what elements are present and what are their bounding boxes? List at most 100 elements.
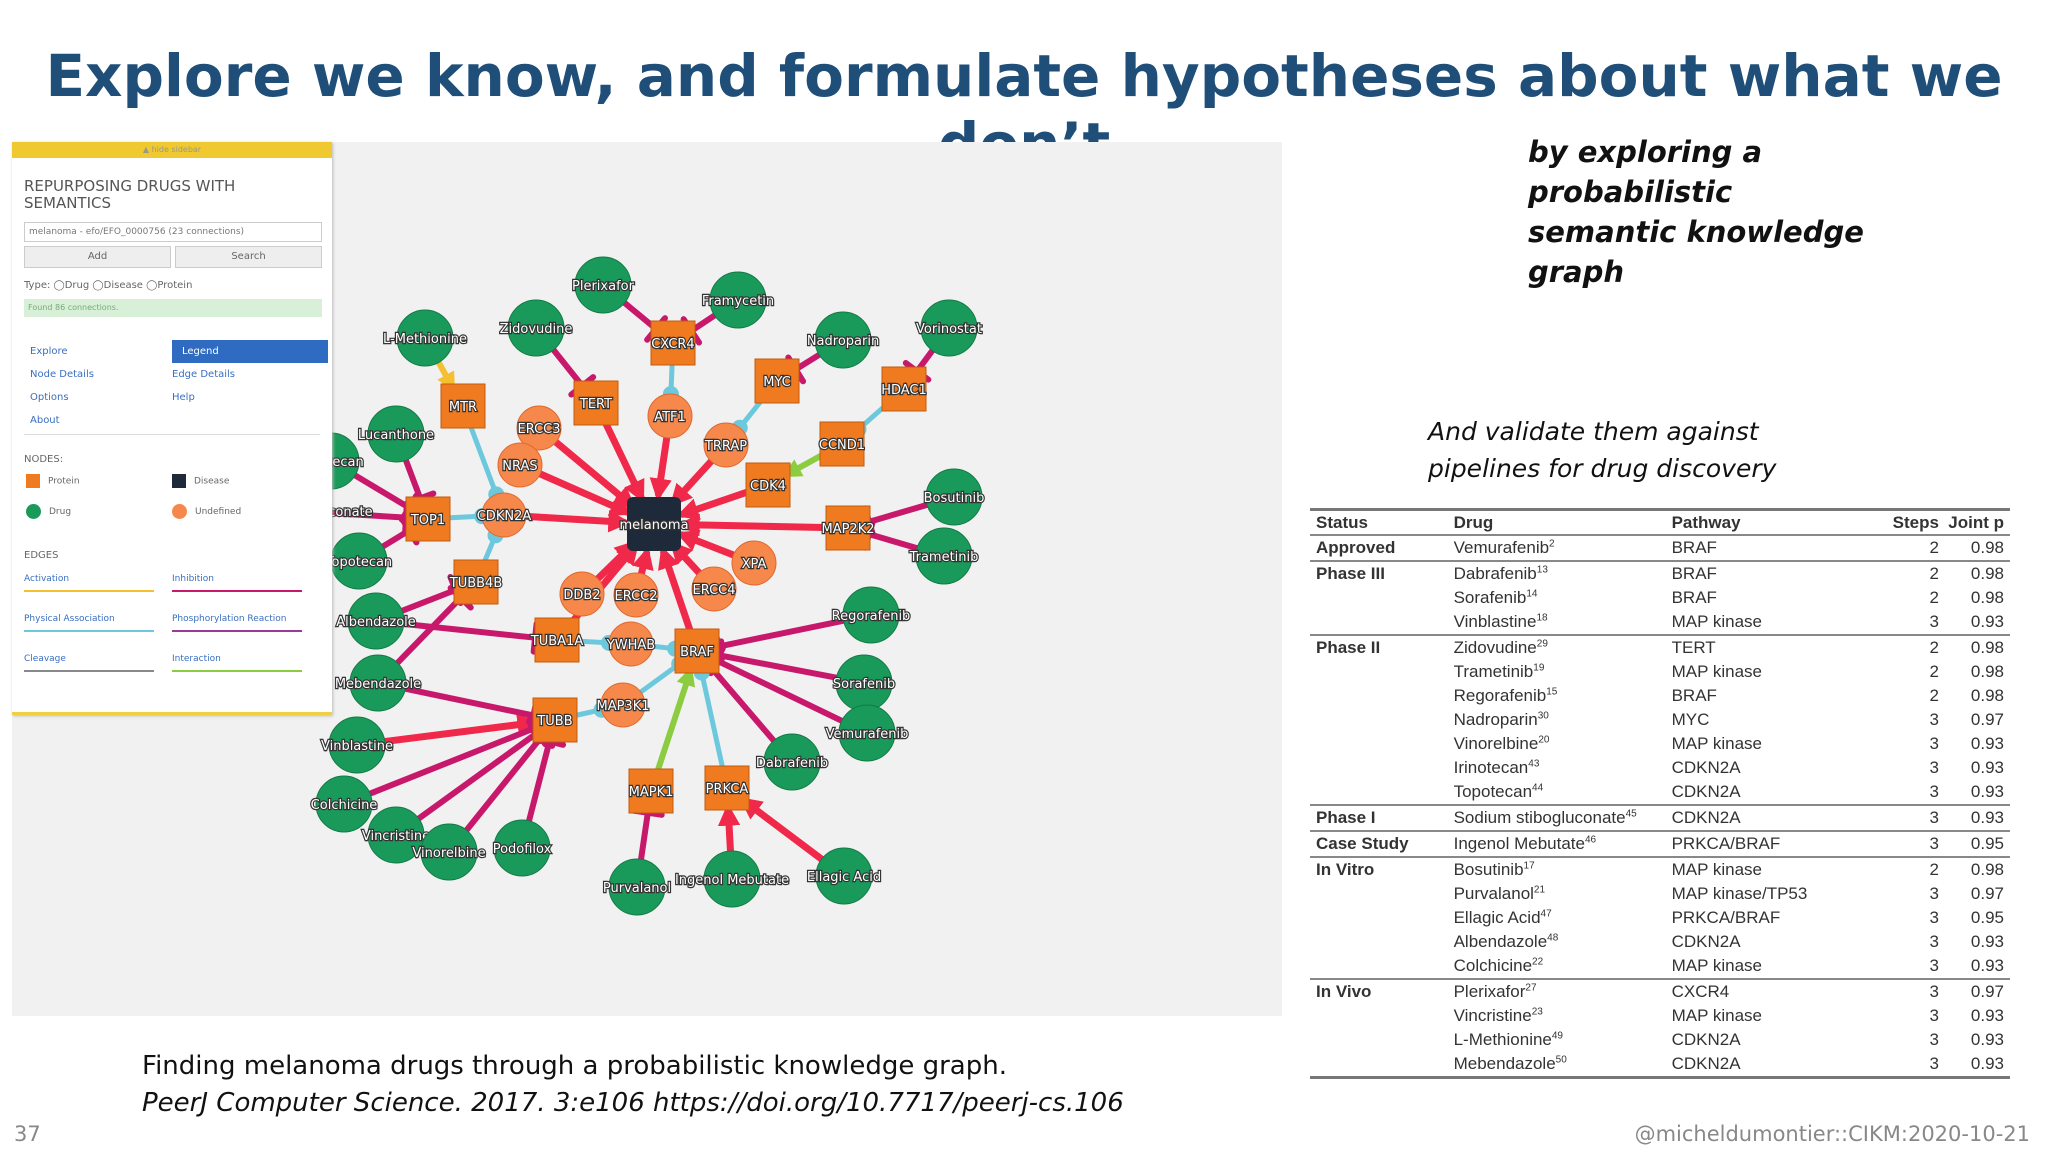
graph-node-protein[interactable]: MTR <box>440 383 486 429</box>
status-cell <box>1310 708 1454 732</box>
graph-node-protein[interactable]: CCND1 <box>818 421 866 467</box>
graph-node-drug[interactable]: Ingenol Mebutate <box>674 850 790 908</box>
graph-node-drug[interactable]: Albendazole <box>335 592 417 650</box>
graph-node-undefined[interactable]: ERCC3 <box>516 405 562 451</box>
graph-node-drug[interactable]: Sorafenib <box>832 654 896 712</box>
graph-node-undefined[interactable]: MAP3K1 <box>595 682 651 728</box>
node-label: YWHAB <box>606 638 655 653</box>
joint-p-cell: 0.98 <box>1970 588 2004 607</box>
graph-node-protein[interactable]: MAPK1 <box>627 768 675 814</box>
graph-node-drug[interactable]: Framycetin <box>701 271 775 329</box>
graph-node-protein[interactable]: BRAF <box>674 628 720 674</box>
node-label: NRAS <box>502 459 537 474</box>
nav-node-details[interactable]: Node Details <box>30 369 94 380</box>
nav-explore[interactable]: Explore <box>30 346 68 357</box>
graph-node-undefined[interactable]: TRRAP <box>703 422 749 468</box>
graph-node-protein[interactable]: MYC <box>754 358 800 404</box>
add-button[interactable]: Add <box>24 246 171 268</box>
type-option-protein[interactable]: ◯Protein <box>146 280 193 291</box>
graph-node-drug[interactable]: Trametinib <box>907 527 980 585</box>
graph-node-drug[interactable]: Topotecan <box>324 532 393 590</box>
status-cell <box>1310 906 1454 930</box>
graph-node-drug[interactable]: Podofilox <box>492 819 553 877</box>
graph-node-undefined[interactable]: YWHAB <box>605 621 656 667</box>
type-option-disease[interactable]: ◯Disease <box>92 280 143 291</box>
graph-node-drug[interactable]: Nadroparin <box>806 311 880 369</box>
search-input[interactable]: melanoma - efo/EFO_0000756 (23 connectio… <box>24 222 322 242</box>
graph-node-protein[interactable]: MAP2K2 <box>820 505 876 551</box>
graph-node-drug[interactable]: Plerixafor <box>571 256 636 314</box>
nav-about[interactable]: About <box>30 415 60 426</box>
status-cell <box>1310 732 1454 756</box>
graph-node-protein[interactable]: HDAC1 <box>880 366 928 412</box>
protein-node-shape <box>453 559 499 605</box>
graph-node-undefined[interactable]: XPA <box>731 540 777 586</box>
graph-node-drug[interactable]: Purvalanol <box>602 858 672 916</box>
node-label: CXCR4 <box>651 337 694 352</box>
graph-node-protein[interactable]: TUBB4B <box>448 559 503 605</box>
undefined-node-shape <box>731 540 777 586</box>
graph-node-drug[interactable]: Zidovudine <box>498 299 574 357</box>
graph-node-drug[interactable]: Vemurafenib <box>824 704 910 762</box>
reference-number: 18 <box>1536 612 1548 624</box>
graph-node-drug[interactable]: Colchicine <box>309 775 379 833</box>
edge-inhibition <box>387 594 464 674</box>
node-label: Regorafenib <box>832 609 911 624</box>
status-cell <box>1310 930 1454 954</box>
graph-node-undefined[interactable]: ERCC4 <box>691 566 737 612</box>
graph-node-protein[interactable]: CXCR4 <box>650 320 696 366</box>
status-cell <box>1310 1028 1454 1052</box>
graph-node-protein[interactable]: TUBA1A <box>529 617 585 663</box>
drug-cell: Albendazole48 <box>1453 932 1559 951</box>
graph-node-undefined[interactable]: CDKN2A <box>476 492 533 538</box>
graph-node-undefined[interactable]: ATF1 <box>647 393 693 439</box>
graph-node-protein[interactable]: PRKCA <box>704 765 750 811</box>
citation-journal[interactable]: PeerJ Computer Science. 2017. 3:e106 htt… <box>142 1088 1124 1118</box>
graph-node-drug[interactable]: Vinblastine <box>320 716 394 774</box>
edge-activation <box>658 546 695 638</box>
graph-node-disease[interactable]: melanoma <box>618 497 690 551</box>
graph-node-drug[interactable]: Ellagic Acid <box>806 847 882 905</box>
search-button[interactable]: Search <box>175 246 322 268</box>
node-label: melanoma <box>619 518 688 533</box>
graph-node-protein[interactable]: TERT <box>573 380 619 426</box>
graph-node-drug[interactable]: Vinorelbine <box>411 823 487 881</box>
graph-node-drug[interactable]: Vorinostat <box>915 299 983 357</box>
node-label: Framycetin <box>702 294 774 309</box>
edge-activation <box>676 487 755 520</box>
physical-line-icon <box>24 630 154 632</box>
nav-help[interactable]: Help <box>172 392 195 403</box>
node-label: L-Methionine <box>383 332 467 347</box>
drug-cell: Plerixafor27 <box>1453 978 1672 1004</box>
graph-node-undefined[interactable]: ERCC2 <box>613 572 659 618</box>
nav-edge-details[interactable]: Edge Details <box>172 369 236 380</box>
graph-node-drug[interactable]: Regorafenib <box>830 586 912 644</box>
graph-node-drug[interactable]: Bosutinib <box>922 468 986 526</box>
graph-node-drug[interactable]: Lucanthone <box>357 405 435 463</box>
edge-activation <box>649 430 672 501</box>
graph-node-protein[interactable]: CDK4 <box>745 462 791 508</box>
graph-node-drug[interactable]: Mebendazole <box>334 654 422 712</box>
nav-options[interactable]: Options <box>30 392 69 403</box>
protein-node-shape <box>674 628 720 674</box>
graph-node-drug[interactable]: L-Methionine <box>382 309 468 367</box>
graph-node-protein[interactable]: TUBB <box>532 697 578 743</box>
graph-node-undefined[interactable]: DDB2 <box>559 571 605 617</box>
legend-disease: Disease <box>172 474 229 488</box>
node-label: Lucanthone <box>358 428 434 443</box>
graph-node-undefined[interactable]: NRAS <box>497 442 543 488</box>
graph-node-drug[interactable]: Dabrafenib <box>755 733 829 791</box>
steps-cell: 2 <box>1860 560 1939 586</box>
hide-sidebar-strip[interactable]: ▲ hide sidebar <box>12 142 332 158</box>
drug-cell: Vinblastine18 <box>1453 612 1548 631</box>
protein-node-shape <box>825 505 871 551</box>
graph-node-protein[interactable]: TOP1 <box>405 496 451 542</box>
nav-legend[interactable]: Legend <box>172 340 328 363</box>
reference-number: 20 <box>1538 734 1550 746</box>
drug-node-shape <box>703 850 761 908</box>
type-option-drug[interactable]: ◯Drug <box>53 280 90 291</box>
graph-node-drug[interactable]: Vincristine <box>361 806 431 864</box>
